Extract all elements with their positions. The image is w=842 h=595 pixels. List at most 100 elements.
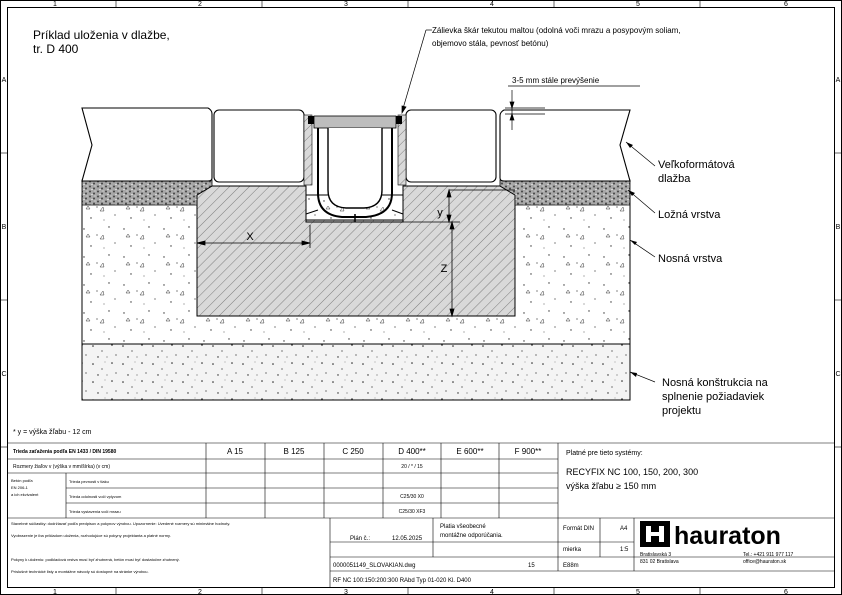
grid-bottom-5: 5 (636, 589, 640, 595)
grid-left-c: C (1, 371, 6, 378)
row-c-label: Trieda vystavenia voči mrazu (69, 509, 121, 514)
row-dims-label: Rozmery žiaľov v (výška v mm/šírka) (v c… (13, 464, 110, 470)
grid-right-b: B (836, 224, 841, 231)
paving-slab-right (405, 109, 497, 183)
sheet-number: 15 (528, 563, 535, 569)
drawing-code: E88m (563, 563, 579, 569)
grid-left-a: A (2, 77, 7, 84)
scale-label: mierka (563, 547, 582, 553)
note-4: Príslušné technické listy a montážne náv… (11, 569, 149, 574)
address-line-2: 831 02 Bratislava (640, 559, 679, 565)
grid-right-c: C (835, 371, 840, 378)
grid-bottom-2: 2 (198, 589, 202, 595)
paving-callout-line-2: dlažba (658, 173, 691, 185)
paving-slab-left (213, 109, 305, 183)
plan-date: 12.05.2025 (392, 536, 423, 542)
load-class-e600: E 600** (456, 447, 483, 456)
hauraton-logo: hauraton (640, 521, 781, 550)
subbase-layer (81, 343, 631, 401)
format-label: Formát DIN (563, 526, 594, 532)
grid-top-1: 1 (53, 1, 57, 8)
logo-wordmark: hauraton (674, 522, 781, 550)
bedding-layer-left (81, 179, 213, 206)
address-line-1: Bratislavská 3 (640, 552, 671, 558)
paving-slab-far-right (499, 109, 631, 182)
grid-bottom-1: 1 (53, 589, 57, 595)
load-classes: A 15 B 125 C 250 D 400** E 600** F 900** (227, 447, 541, 456)
phone: Tel.: +421 911 977 117 (743, 552, 793, 558)
subbase-callout-line-3: projektu (662, 405, 701, 417)
row-b-value-d400: C25/30 X0 (400, 494, 424, 500)
channel-grate (313, 115, 397, 129)
validity-note-line-1: Platia všeobecné (440, 524, 486, 530)
scale-value: 1:5 (620, 547, 629, 553)
load-class-c250: C 250 (342, 447, 364, 456)
grout-leader (401, 29, 432, 115)
note-1: Stavebné súčiastky: dodržiavať podľa pre… (11, 521, 230, 526)
drawing-reference: RF NC 100:150:200:300 RAbd Typ 01-020 Kl… (333, 578, 472, 584)
load-class-b125: B 125 (284, 447, 305, 456)
inner-frame (7, 7, 835, 588)
dimension-z (449, 220, 455, 318)
grid-left-b: B (2, 224, 7, 231)
plan-label: Plán č.: (350, 536, 370, 542)
footnote: * y = výška žľabu - 12 cm (13, 429, 92, 436)
concrete-surround (196, 185, 516, 317)
grid-top-6: 6 (784, 1, 788, 8)
concrete-label-1: Betón podľa (11, 478, 33, 483)
grid-right-a: A (836, 77, 841, 84)
dimension-x-label: X (246, 231, 254, 243)
channel-body (317, 128, 393, 218)
filename: 0000051149_SLOVAKIAN.dwg (333, 563, 416, 569)
systems-line-1: RECYFIX NC 100, 150, 200, 300 (566, 467, 698, 477)
valid-for-label: Platné pre tieto systémy: (566, 450, 643, 457)
subbase-callout-line-2: splnenie požiadaviek (662, 391, 765, 403)
bedding-callout: Ložná vrstva (658, 209, 721, 221)
joint-fill-left (303, 114, 313, 186)
leader-arrows (626, 142, 637, 377)
bedding-layer-right (499, 179, 631, 206)
grid-top-3: 3 (344, 1, 348, 8)
grid-bottom-3: 3 (344, 589, 348, 595)
channel-inner (327, 128, 383, 209)
load-class-a15: A 15 (227, 447, 244, 456)
dimension-y-label: y (437, 207, 443, 219)
grid-top-4: 4 (490, 1, 494, 8)
load-class-f900: F 900** (515, 447, 542, 456)
row-dims-value-d400: 20 / * / 15 (401, 464, 423, 470)
paving-callout-line-1: Veľkoformátová (658, 159, 735, 171)
note-3: Pokyny k uloženiu: podkladová vrstva mus… (11, 557, 180, 562)
title-line-2: tr. D 400 (33, 42, 79, 56)
subbase-callout-line-1: Nosná konštrukcia na (662, 377, 769, 389)
format-value: A4 (620, 526, 628, 532)
table-grid (8, 442, 834, 588)
grout-callout-line-2: objemovo stála, pevnosť betónu) (432, 39, 549, 48)
concrete-label-2: EN 206-1 (11, 485, 29, 490)
drainage-channel (305, 115, 404, 223)
grid-top-2: 2 (198, 1, 202, 8)
base-callout: Nosná vrstva (658, 253, 723, 265)
load-class-d400: D 400** (398, 447, 426, 456)
row-c-value-d400: C25/30 XF3 (399, 509, 426, 515)
dimension-x (196, 225, 311, 248)
dimension-y (403, 188, 515, 224)
title-line-1: Príklad uloženia v dlažbe, (33, 28, 170, 42)
grid-bottom-4: 4 (490, 589, 494, 595)
row-b-label: Trieda odolnosti voči vplyvom (69, 494, 122, 499)
table-header-label: Trieda zaťaženia podľa EN 1433 / DIN 195… (13, 449, 116, 455)
overhang-callout: 3-5 mm stále prevýšenie (512, 76, 600, 85)
concrete-label-3: a ich ekvivalent (11, 492, 39, 497)
systems-line-2: výška žľabu ≥ 150 mm (566, 481, 656, 491)
joint-fill-right (397, 114, 407, 186)
validity-note-line-2: montážne odporúčania. (440, 533, 503, 539)
note-2: Vyobrazenie je iba príkladom uloženia, r… (11, 533, 171, 538)
row-a-label: Trieda pevnosti v tlaku (69, 479, 109, 484)
grid-bottom-6: 6 (784, 589, 788, 595)
paving-slab-far-left (81, 107, 213, 182)
dimension-z-label: Z (441, 263, 448, 275)
overhang-marker (505, 85, 640, 130)
grout-callout-line-1: Zálievka škár tekutou maltou (odolná voč… (432, 26, 681, 35)
